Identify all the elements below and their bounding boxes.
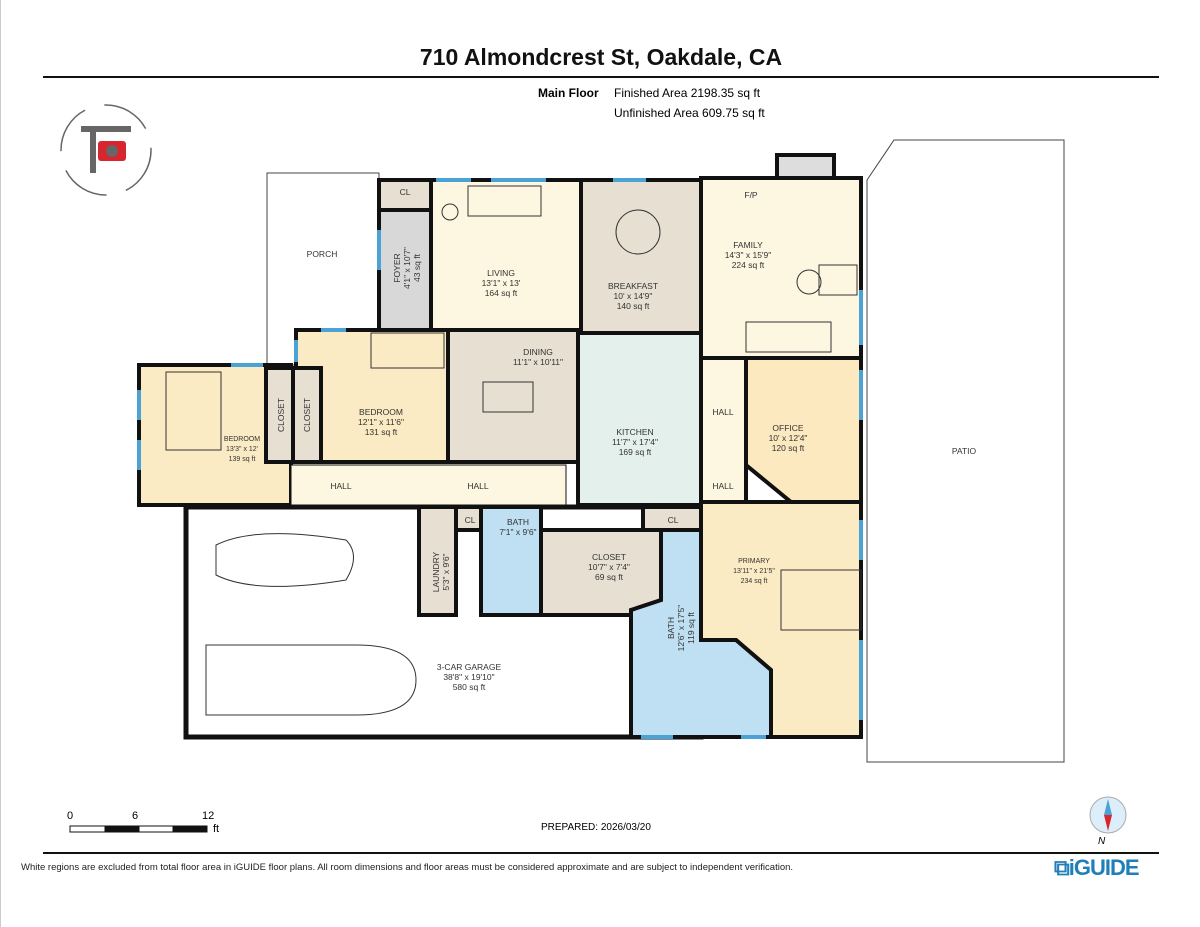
iguide-text: iGUIDE bbox=[1068, 855, 1140, 880]
label-closet-2: CLOSET bbox=[302, 397, 312, 433]
label-patio: PATIO bbox=[951, 446, 977, 456]
label-hall-lower: HALL bbox=[712, 481, 734, 491]
header-divider bbox=[43, 76, 1159, 78]
iguide-icon: ⧉ bbox=[1054, 855, 1070, 880]
room-hall bbox=[290, 464, 567, 506]
iguide-logo: ⧉iGUIDE bbox=[1054, 855, 1140, 881]
label-cl-foyer: CL bbox=[399, 187, 411, 197]
scale-tick: 6 bbox=[132, 810, 139, 822]
label-hall-upper: HALL bbox=[712, 407, 734, 417]
room-breakfast bbox=[579, 178, 703, 335]
room-closet-2 bbox=[291, 366, 323, 464]
toddsfotos-logo bbox=[60, 104, 152, 196]
page-title: 710 Almondcrest St, Oakdale, CA bbox=[419, 44, 783, 70]
scale-bar bbox=[69, 825, 208, 833]
compass-label: N bbox=[1098, 836, 1106, 847]
label-porch: PORCH bbox=[306, 249, 338, 259]
label-cl-kitchen: CL bbox=[667, 515, 679, 525]
label-cl-laundry: CL bbox=[464, 515, 476, 525]
room-living bbox=[429, 178, 583, 332]
room-kitchen bbox=[576, 331, 703, 507]
prepared-date: PREPARED: 2026/03/20 bbox=[541, 822, 651, 833]
scale-tick: 0 bbox=[67, 810, 74, 822]
fireplace-chimney bbox=[775, 153, 836, 182]
room-bedroom-1 bbox=[137, 363, 293, 507]
room-laundry bbox=[417, 505, 458, 617]
disclaimer: White regions are excluded from total fl… bbox=[21, 862, 794, 873]
room-bath-primary bbox=[629, 528, 773, 739]
patio bbox=[866, 139, 1065, 763]
label-hall-center: HALL bbox=[467, 481, 489, 491]
room-family bbox=[699, 176, 863, 360]
label-fireplace: F/P bbox=[744, 190, 758, 200]
label-hall-left: HALL bbox=[330, 481, 352, 491]
finished-area: Finished Area 2198.35 sq ft bbox=[614, 86, 761, 100]
scale-tick: 12 bbox=[202, 810, 215, 822]
unfinished-area: Unfinished Area 609.75 sq ft bbox=[614, 106, 765, 120]
scale-unit: ft bbox=[213, 823, 220, 835]
scale-ticks: 0 6 12 ft bbox=[1, 810, 231, 835]
floor-name: Main Floor bbox=[538, 86, 599, 100]
label-closet-1: CLOSET bbox=[276, 397, 286, 433]
room-closet-walkin bbox=[539, 528, 663, 617]
room-closet-1 bbox=[264, 366, 295, 464]
compass-icon bbox=[1089, 796, 1127, 834]
